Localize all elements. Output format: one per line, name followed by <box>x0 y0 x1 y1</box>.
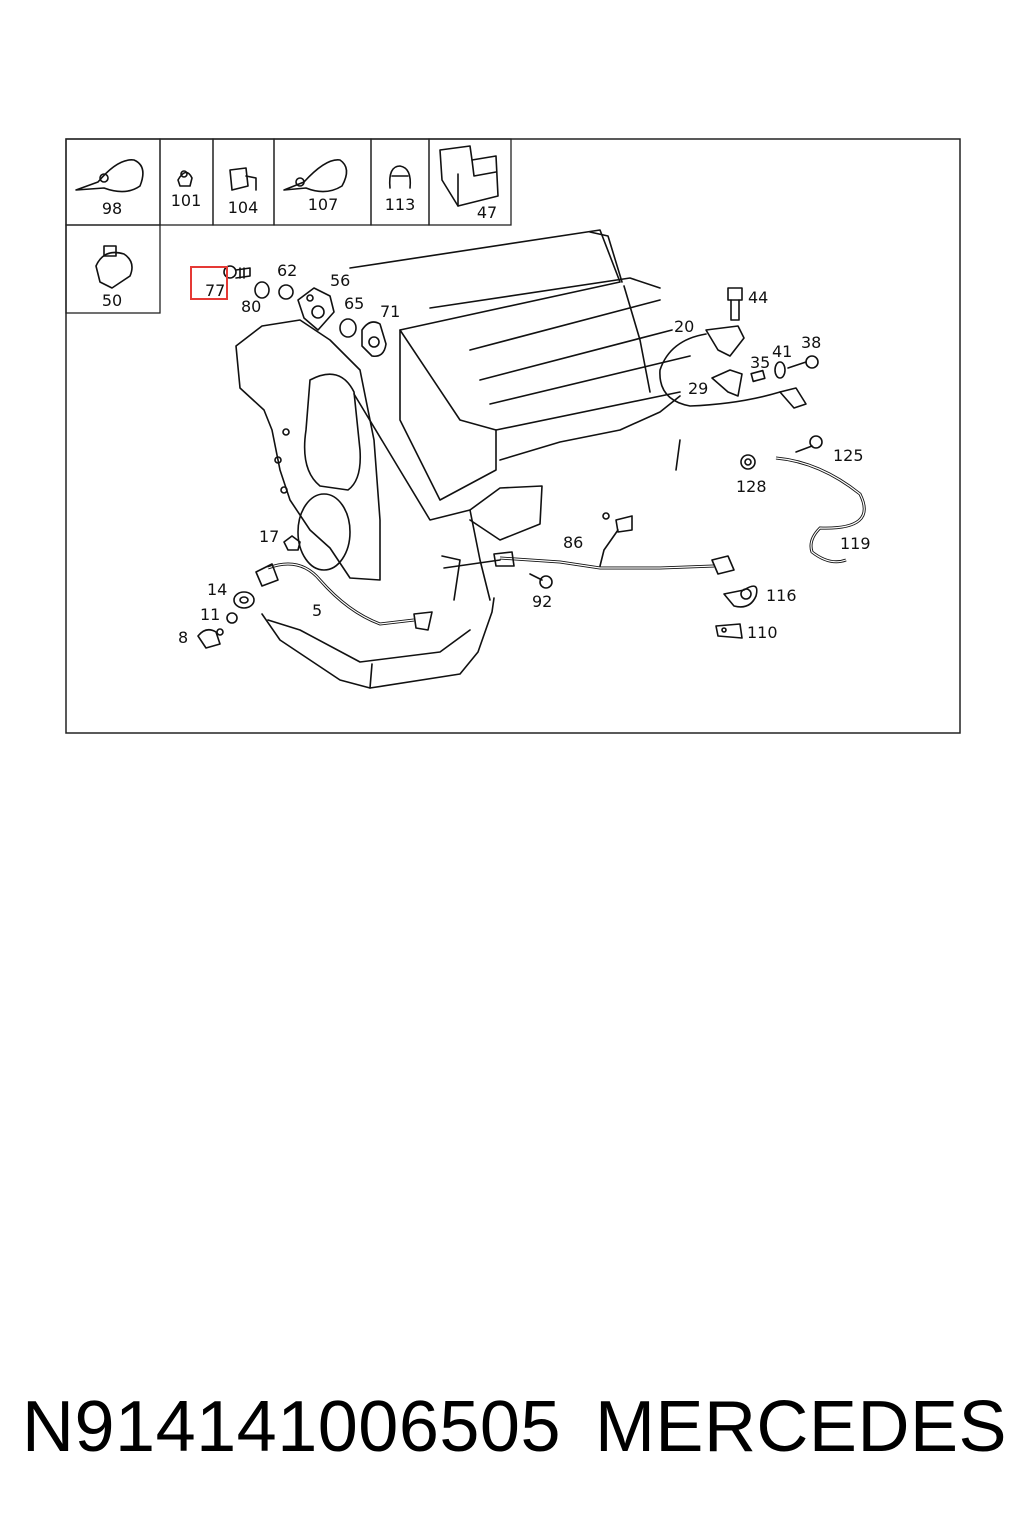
highlight-box <box>190 266 228 300</box>
brand-name: MERCEDES <box>594 1387 1007 1467</box>
bolt-44-icon <box>727 287 743 321</box>
ring-11-icon <box>226 612 238 624</box>
clip-101-icon <box>177 170 193 187</box>
part-label-110[interactable]: 110 <box>747 623 778 642</box>
thumb-label-104: 104 <box>228 198 259 217</box>
clamp-116-icon <box>723 585 758 608</box>
part-label-11[interactable]: 11 <box>200 605 220 624</box>
sensor-86-icon <box>599 512 633 567</box>
thumb-label-101: 101 <box>171 191 202 210</box>
part-label-14[interactable]: 14 <box>207 580 227 599</box>
cover-47-icon <box>439 145 499 207</box>
ring-62-icon <box>278 284 294 300</box>
thumb-label-107: 107 <box>308 195 339 214</box>
nut-17-icon <box>283 535 301 551</box>
part-label-5[interactable]: 5 <box>312 601 322 620</box>
clip-113-icon <box>388 165 412 189</box>
bolt-92-icon <box>529 573 553 589</box>
sensor-56-icon <box>297 287 335 331</box>
part-label-29[interactable]: 29 <box>688 379 708 398</box>
bracket-29-icon <box>711 369 743 397</box>
part-label-128[interactable]: 128 <box>736 477 767 496</box>
gasket-71-icon <box>361 321 387 358</box>
part-label-44[interactable]: 44 <box>748 288 768 307</box>
clip-8-icon <box>197 628 224 649</box>
bolt-125-icon <box>795 435 823 453</box>
harness-86-icon <box>493 551 735 575</box>
nut-128-icon <box>740 454 756 470</box>
thumbnail-row <box>65 138 512 314</box>
part-label-65[interactable]: 65 <box>344 294 364 313</box>
diagram-frame <box>65 138 961 734</box>
part-label-116[interactable]: 116 <box>766 586 797 605</box>
sensor-5-icon <box>255 562 433 631</box>
part-label-8[interactable]: 8 <box>178 628 188 647</box>
part-label-38[interactable]: 38 <box>801 333 821 352</box>
bolt-38-icon <box>787 355 819 369</box>
holder-50-icon <box>95 245 133 289</box>
part-label-92[interactable]: 92 <box>532 592 552 611</box>
part-label-62[interactable]: 62 <box>277 261 297 280</box>
sleeve-35-icon <box>750 369 766 383</box>
bolt-77-icon <box>223 265 251 279</box>
plate-110-icon <box>715 623 743 639</box>
thumb-label-50: 50 <box>102 291 122 310</box>
part-label-56[interactable]: 56 <box>330 271 350 290</box>
part-number: N914141006505 <box>22 1387 562 1467</box>
connector-38-icon <box>779 387 807 409</box>
part-label-125[interactable]: 125 <box>833 446 864 465</box>
thumb-label-98: 98 <box>102 199 122 218</box>
engine-block-drawing <box>235 229 691 689</box>
seal-65-icon <box>339 318 357 338</box>
washer-80-icon <box>254 281 270 299</box>
part-label-71[interactable]: 71 <box>380 302 400 321</box>
part-label-77[interactable]: 77 <box>205 281 225 300</box>
clamp-107-icon <box>283 159 348 193</box>
part-label-86[interactable]: 86 <box>563 533 583 552</box>
thumb-label-47: 47 <box>477 203 497 222</box>
sensor-20-icon <box>659 325 781 407</box>
washer-41-icon <box>774 361 786 379</box>
part-label-80[interactable]: 80 <box>241 297 261 316</box>
part-label-35[interactable]: 35 <box>750 353 770 372</box>
part-label-41[interactable]: 41 <box>772 342 792 361</box>
clamp-98-icon <box>75 159 144 193</box>
thumb-label-113: 113 <box>385 195 416 214</box>
part-label-17[interactable]: 17 <box>259 527 279 546</box>
part-label-20[interactable]: 20 <box>674 317 694 336</box>
caption: N914141006505 MERCEDES <box>22 1372 1007 1482</box>
washer-14-icon <box>233 591 255 609</box>
cable-119-icon <box>775 456 866 564</box>
bracket-104-icon <box>229 167 257 191</box>
part-label-119[interactable]: 119 <box>840 534 871 553</box>
